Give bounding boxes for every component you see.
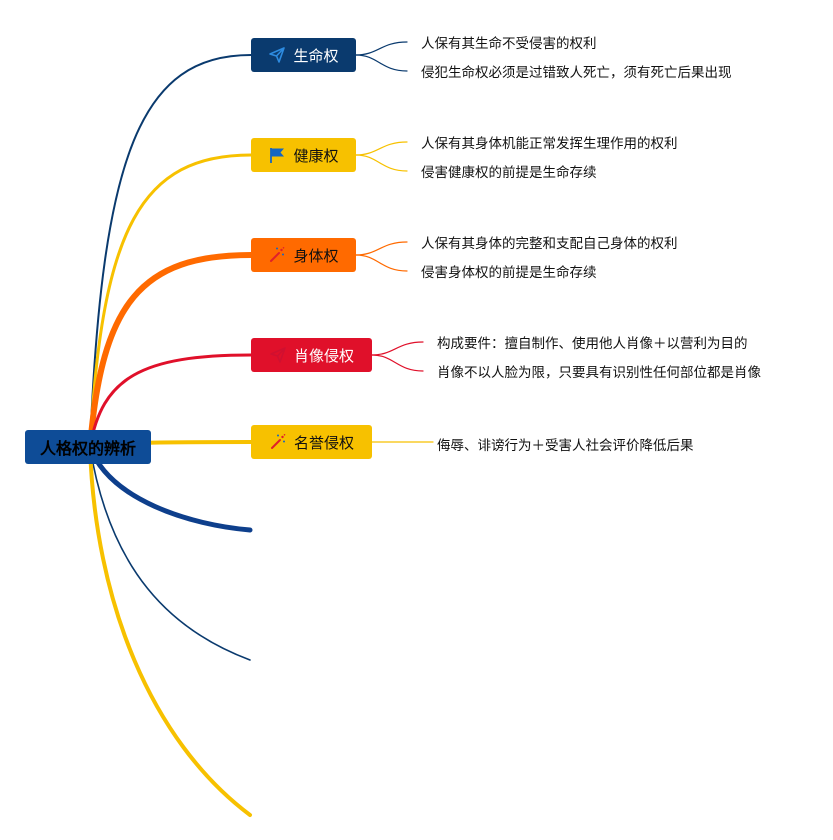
magic-wand-icon — [268, 246, 286, 264]
leaf-connector — [355, 141, 408, 156]
branch-connector-1 — [89, 54, 252, 448]
leaf-text: 侵犯生命权必须是过错致人死亡，须有死亡后果出现 — [421, 65, 732, 81]
root-label: 人格权的辨析 — [39, 439, 136, 458]
leaf-connector — [355, 254, 408, 272]
leaf-text: 人保有其身体的完整和支配自己身体的权利 — [421, 236, 678, 252]
branch-node-2[interactable]: 健康权 — [251, 138, 356, 172]
leaf-connector — [371, 354, 424, 372]
branch-connector-2 — [88, 153, 253, 449]
root-node[interactable]: 人格权的辨析 — [25, 430, 151, 464]
empty-branch-2 — [89, 446, 251, 661]
branch-label: 肖像侵权 — [293, 346, 354, 365]
branch-label: 生命权 — [293, 46, 339, 65]
branch-node-3[interactable]: 身体权 — [251, 238, 356, 272]
branch-node-4[interactable]: 肖像侵权 — [251, 338, 372, 372]
leaf-text: 构成要件：擅自制作、使用他人肖像＋以营利为目的 — [437, 336, 748, 352]
leaf-text: 人保有其身体机能正常发挥生理作用的权利 — [421, 136, 678, 152]
leaf-text: 侵害健康权的前提是生命存续 — [421, 165, 597, 181]
empty-branch-3 — [88, 445, 252, 817]
leaf-text: 人保有其生命不受侵害的权利 — [421, 36, 597, 52]
flag-icon — [268, 146, 286, 164]
leaf-connector — [355, 154, 408, 172]
leaf-connector — [355, 41, 408, 56]
branch-node-1[interactable]: 生命权 — [251, 38, 356, 72]
branch-connector-4 — [88, 353, 253, 449]
branch-connector-3 — [87, 252, 254, 450]
paper-plane-icon — [268, 46, 286, 64]
leaf-connector — [355, 241, 408, 256]
paper-plane-icon — [269, 346, 287, 364]
leaf-connector — [371, 341, 424, 356]
leaf-text: 肖像不以人脸为限，只要具有识别性任何部位都是肖像 — [437, 365, 761, 381]
leaf-connector — [355, 54, 408, 72]
empty-branch-1 — [87, 444, 253, 533]
branch-label: 身体权 — [293, 246, 339, 265]
leaf-text: 侮辱、诽谤行为＋受害人社会评价降低后果 — [437, 438, 694, 454]
leaf-text: 侵害身体权的前提是生命存续 — [421, 265, 597, 281]
branch-label: 名誉侵权 — [293, 433, 354, 452]
branch-label: 健康权 — [293, 146, 339, 165]
magic-wand-icon — [269, 433, 287, 451]
branch-node-5[interactable]: 名誉侵权 — [251, 425, 372, 459]
